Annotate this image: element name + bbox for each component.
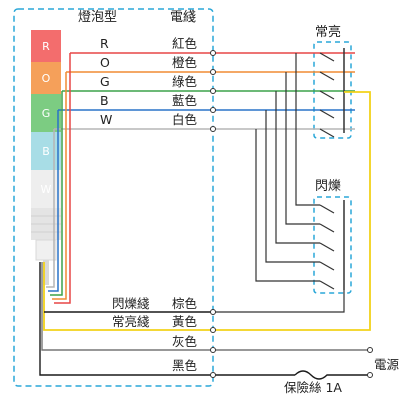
wire-green-drop xyxy=(50,91,63,296)
steady-common-wire xyxy=(43,91,371,331)
flash-group-title: 閃爍 xyxy=(315,178,341,194)
steady-switch-contacts xyxy=(319,48,345,138)
power-label: 電源 xyxy=(374,357,400,372)
lamp-segment-green xyxy=(31,94,61,132)
flash-wire-color: 棕色 xyxy=(172,296,198,311)
black-wire-color: 黑色 xyxy=(172,358,198,373)
wire-blue-drop xyxy=(48,110,59,292)
lamp-segment-blue xyxy=(31,132,61,170)
wire-name-orange: 橙色 xyxy=(172,55,198,70)
wire-code-g: G xyxy=(100,74,110,89)
flash-wire-label: 閃爍綫 xyxy=(112,296,150,311)
wire-name-white: 白色 xyxy=(172,112,198,127)
wire-code-w: W xyxy=(100,112,112,127)
fuse-label: 保險絲 1A xyxy=(284,380,342,395)
lamp-letter-o: O xyxy=(42,72,51,85)
gray-wire-color: 灰色 xyxy=(172,334,198,349)
lamp-letter-w: W xyxy=(41,183,52,196)
lamp-segment-red xyxy=(31,30,61,62)
wire-header: 電綫 xyxy=(170,10,196,25)
lamp-segment-white xyxy=(31,170,61,208)
steady-wire-color: 黃色 xyxy=(172,314,198,329)
wire-orange-drop xyxy=(52,72,67,300)
wire-name-green: 綠色 xyxy=(172,74,198,89)
wire-code-b: B xyxy=(100,93,109,108)
gray-wire xyxy=(41,262,370,351)
lamp-type-header: 燈泡型 xyxy=(78,10,117,25)
lamp-foot xyxy=(35,239,57,261)
lamp-segment-orange xyxy=(31,62,61,94)
wire-code-r: R xyxy=(100,36,109,51)
signal-tower-lamp: R O G B W xyxy=(31,30,61,285)
controller-enclosure xyxy=(13,8,214,387)
flash-switch-box xyxy=(313,196,352,294)
wire-red-drop xyxy=(54,53,71,304)
lamp-letter-b: B xyxy=(42,145,50,158)
steady-switch-box xyxy=(313,41,352,139)
signal-wires xyxy=(46,52,355,304)
steady-group-title: 常亮 xyxy=(315,24,341,40)
wire-name-blue: 藍色 xyxy=(172,93,198,108)
wire-white-drop xyxy=(46,129,55,288)
flash-switch-contacts xyxy=(213,53,345,313)
wire-name-red: 紅色 xyxy=(172,36,198,51)
wire-code-o: O xyxy=(100,55,110,70)
terminals xyxy=(210,50,373,378)
steady-wire-label: 常亮綫 xyxy=(112,314,150,329)
lamp-letter-r: R xyxy=(42,40,50,53)
lamp-letter-g: G xyxy=(42,107,51,120)
black-wire xyxy=(39,262,295,376)
fuse-symbol xyxy=(294,370,370,380)
